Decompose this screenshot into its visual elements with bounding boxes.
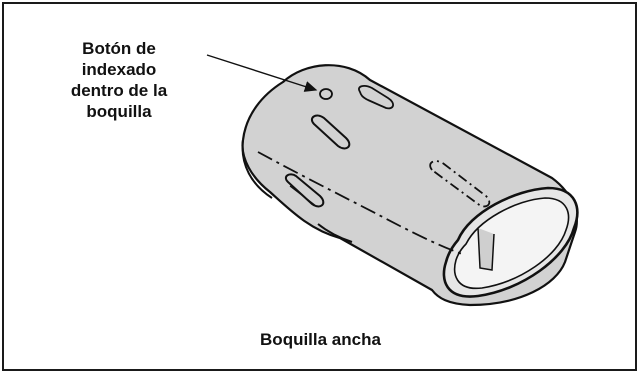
index-button (319, 88, 333, 100)
callout-line-2: indexado (81, 60, 157, 79)
callout-line-4: boquilla (86, 102, 152, 121)
underside-edge (317, 223, 353, 243)
callout-line-3: dentro de la (70, 81, 168, 100)
nozzle-inner-rib (477, 227, 495, 271)
nozzle-rear-rim (241, 139, 273, 199)
callout-arrow (206, 54, 318, 92)
lower-left-slot-edge (289, 185, 317, 207)
dashed-right-slot (429, 160, 491, 208)
figure-caption: Boquilla ancha (260, 330, 381, 349)
top-raised-slot (358, 85, 394, 110)
lower-left-slot (284, 173, 325, 208)
callout-line-1: Botón de (82, 39, 156, 58)
seam-line (257, 151, 463, 255)
index-button-callout: Botón de indexado dentro de la boquilla (54, 38, 184, 122)
upper-slot (310, 114, 351, 150)
